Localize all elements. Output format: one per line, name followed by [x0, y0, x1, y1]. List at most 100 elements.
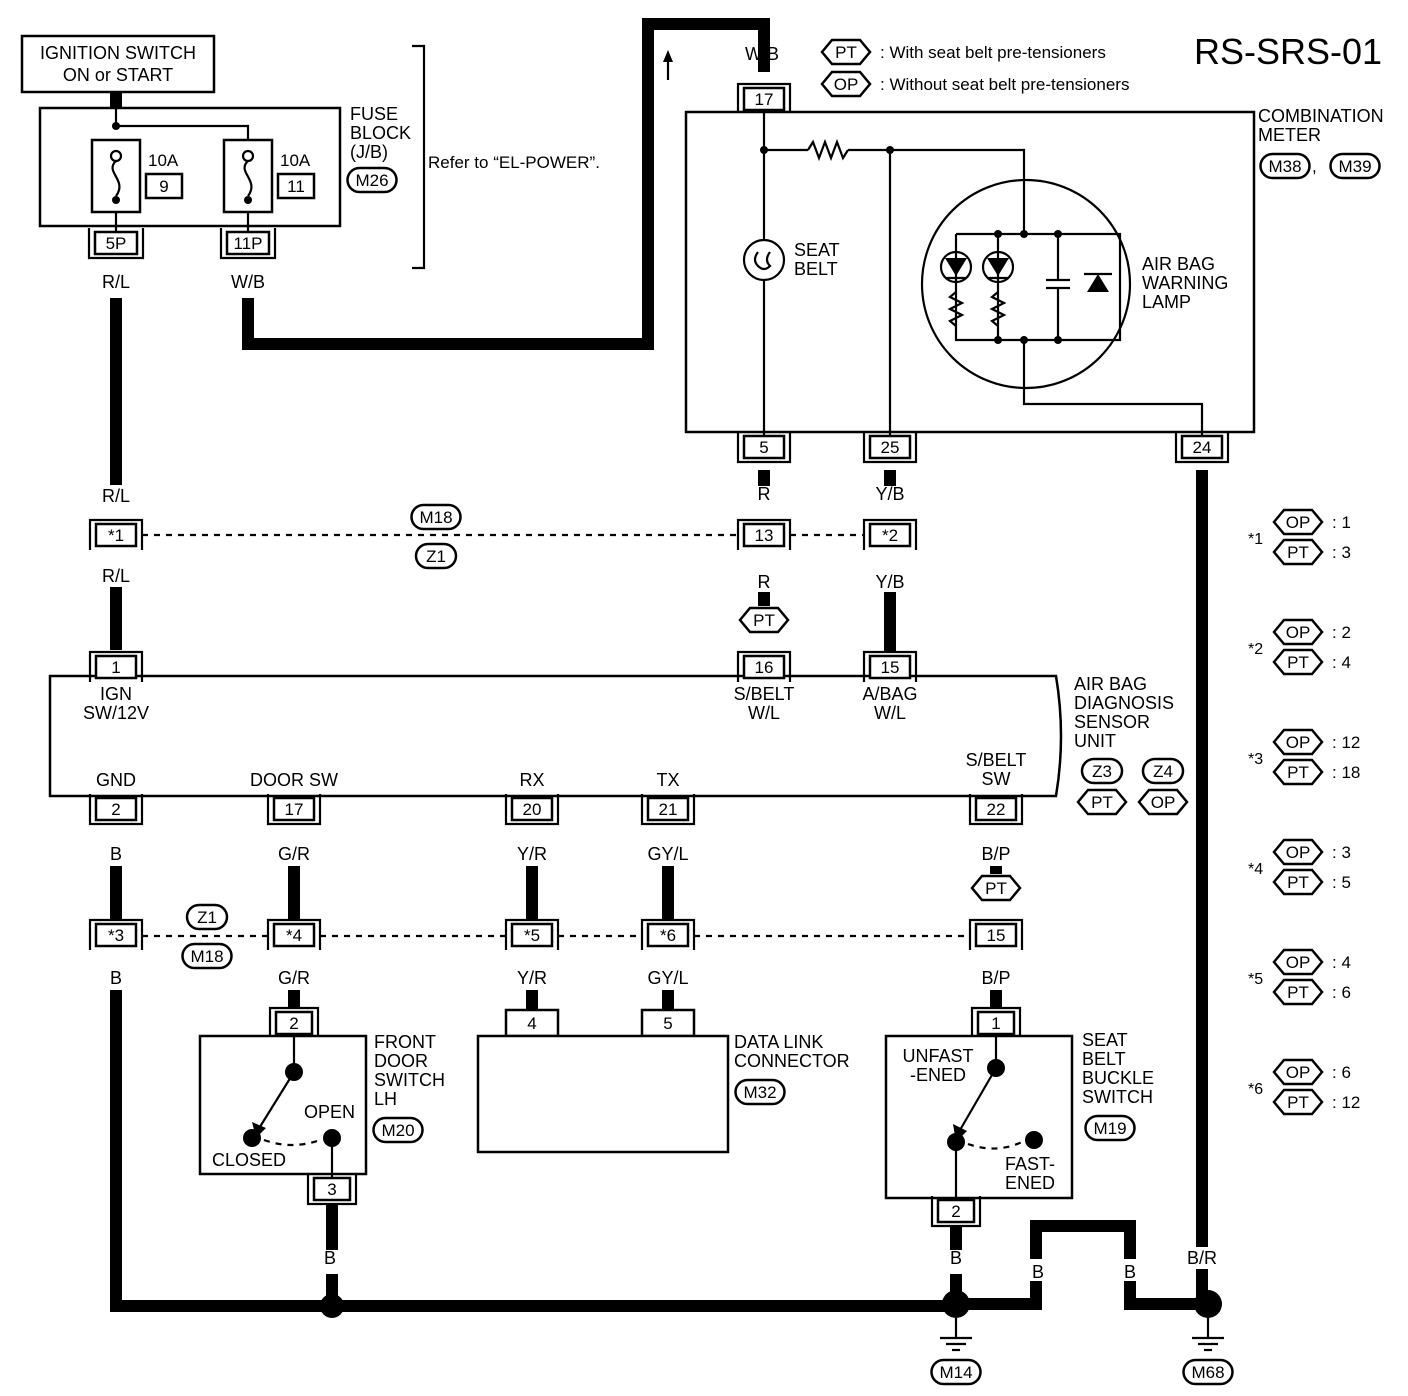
sensor-bottom-terminal-20-housing	[504, 794, 560, 826]
fuse-11-number-box	[276, 172, 316, 200]
sensor-bottom-terminal-21-wire: GY/L	[647, 844, 688, 864]
airbag-sensor-unit-box	[48, 674, 1063, 798]
dlc-pin-4	[504, 1008, 560, 1038]
joint1-pin2-wire-bottom: Y/B	[875, 572, 904, 592]
door-switch-terminal-3-label: 3	[327, 1180, 336, 1199]
sensor-top-terminal-16	[742, 654, 786, 680]
fuse-11-rating: 10A	[280, 151, 311, 170]
footnote-3-op-tag-text: OP	[1286, 843, 1311, 862]
door-switch-closed-label: CLOSED	[212, 1150, 286, 1170]
joint2-pin-0-wire: B	[110, 968, 122, 988]
meter-terminal-25	[868, 434, 912, 460]
seat-belt-buckle-switch-label-line-1: BELT	[1082, 1049, 1126, 1069]
dlc-pin-5	[640, 1008, 696, 1038]
footnote-1-op-value: : 2	[1332, 623, 1351, 642]
footnote-2-id: *3	[1248, 751, 1263, 768]
fuse-11-element	[243, 160, 253, 197]
footnote-5-id: *6	[1248, 1081, 1263, 1098]
combination-meter-label-line-0: COMBINATION	[1258, 106, 1384, 126]
sensor-bottom-terminal-17-wire: G/R	[278, 844, 310, 864]
joint2-pin-2	[510, 922, 554, 948]
joint2-pt-tag	[970, 874, 1022, 902]
fuse-9-number-box	[144, 172, 184, 200]
footnote-3-pt-value: : 5	[1332, 873, 1351, 892]
footnote-1-pt-tag	[1272, 648, 1324, 676]
wire-wb-to-meter	[242, 18, 770, 350]
fuse-9-element	[111, 160, 121, 197]
meter-top-wire-color: W/B	[745, 44, 779, 64]
airbag-lamp-node-0	[994, 230, 1002, 238]
label-backdrop	[1026, 1259, 1050, 1281]
joint2-pin-1	[272, 922, 316, 948]
footnote-0-id: *1	[1248, 531, 1263, 548]
airbag-warning-lamp-label-line-2: LAMP	[1142, 292, 1191, 312]
fuse-terminal-5P-housing	[87, 228, 145, 260]
sensor-bottom-terminal-2	[94, 796, 138, 822]
airbag-lamp-node-1	[1020, 230, 1028, 238]
footnote-1-pt-tag-text: PT	[1287, 653, 1309, 672]
combination-meter-label-line-1: METER	[1258, 125, 1321, 145]
sensor-unit-connector-z4	[1141, 757, 1185, 785]
meter-terminal-17	[742, 86, 786, 112]
footnote-2-pt-tag	[1272, 758, 1324, 786]
airbag-warning-lamp-label-line-1: WARNING	[1142, 273, 1228, 293]
splice-door-switch-ground	[320, 1294, 344, 1318]
fuse-block-refer-bracket	[412, 44, 426, 270]
buckle-switch-terminal-1-housing	[970, 1006, 1022, 1038]
buckle-switch-fastened-label-line-1: ENED	[1005, 1173, 1055, 1193]
fuse-terminal-11P	[225, 230, 271, 256]
door-switch-terminal-3	[312, 1176, 352, 1202]
data-link-connector-id-text: M32	[743, 1083, 776, 1102]
ignition-switch-label: IGNITION SWITCH	[40, 43, 196, 63]
sensor-bottom-terminal-22-name-1: S/BELT	[966, 750, 1027, 770]
meter-25-wire-color: Y/B	[875, 484, 904, 504]
front-door-switch-connector	[372, 1116, 424, 1144]
footnote-5-op-value: : 6	[1332, 1063, 1351, 1082]
footnote-3-pt-tag-text: PT	[1287, 873, 1309, 892]
joint2-pin-3-label: *6	[660, 926, 676, 945]
data-link-connector-box	[476, 1034, 730, 1154]
footnote-4-op-value: : 4	[1332, 953, 1351, 972]
footnote-1-id: *2	[1248, 641, 1263, 658]
joint2-pin-3	[646, 922, 690, 948]
data-link-connector-label-line-1: CONNECTOR	[734, 1051, 850, 1071]
footnote-5-op-tag	[1272, 1058, 1324, 1086]
joint1-pt-tag-text: PT	[753, 611, 775, 630]
combination-meter-separator: ,	[1312, 157, 1317, 176]
footnote-2-pt-value: : 18	[1332, 763, 1360, 782]
fuse-terminal-11P-housing	[219, 228, 277, 260]
sensor-bottom-terminal-21	[646, 796, 690, 822]
sensor-bottom-terminal-2-label: 2	[111, 800, 120, 819]
legend-op-text: : Without seat belt pre-tensioners	[880, 75, 1129, 94]
footnote-1-op-tag-text: OP	[1286, 623, 1311, 642]
footnote-3-pt-tag	[1272, 868, 1324, 896]
meter-terminal-5	[742, 434, 786, 460]
sensor-bottom-terminal-21-label: 21	[659, 800, 678, 819]
fuse-terminal-5P-label: 5P	[106, 234, 127, 253]
sensor-bottom-terminal-22	[974, 796, 1018, 822]
airbag-sensor-unit-label-line-1: DIAGNOSIS	[1074, 693, 1174, 713]
meter-internal-bus	[848, 148, 1026, 234]
joint1-pin-star2-label: *2	[882, 526, 898, 545]
sensor-unit-connector-z3	[1080, 757, 1124, 785]
footnote-4-pt-value: : 6	[1332, 983, 1351, 1002]
joint2-connector-z1	[185, 903, 229, 931]
sensor-bottom-terminal-2-wire: B	[110, 844, 122, 864]
sensor-bottom-terminal-20	[510, 796, 554, 822]
footnote-1-op-tag	[1272, 618, 1324, 646]
fuse-9-bottom-contact	[112, 196, 120, 204]
sensor-unit-variant-op	[1137, 788, 1189, 816]
sensor-bottom-terminal-22-label: 22	[987, 800, 1006, 819]
footnote-0-pt-tag-text: PT	[1287, 543, 1309, 562]
footnote-4-op-tag-text: OP	[1286, 953, 1311, 972]
joint1-pin1-wire-bottom: R/L	[102, 566, 130, 586]
joint2-pin-0	[94, 922, 138, 948]
airbag-lamp-network	[954, 232, 1122, 342]
label-backdrop	[1118, 1259, 1142, 1281]
fuse-11-number: 11	[287, 177, 305, 196]
airbag-lamp-node-2	[1054, 230, 1062, 238]
joint2-pin-4-housing	[968, 918, 1024, 950]
joint1-connector-z1-text: Z1	[426, 547, 446, 566]
legend-op-tag-text: OP	[834, 75, 859, 94]
airbag-sensor-unit-label-line-0: AIR BAG	[1074, 674, 1147, 694]
